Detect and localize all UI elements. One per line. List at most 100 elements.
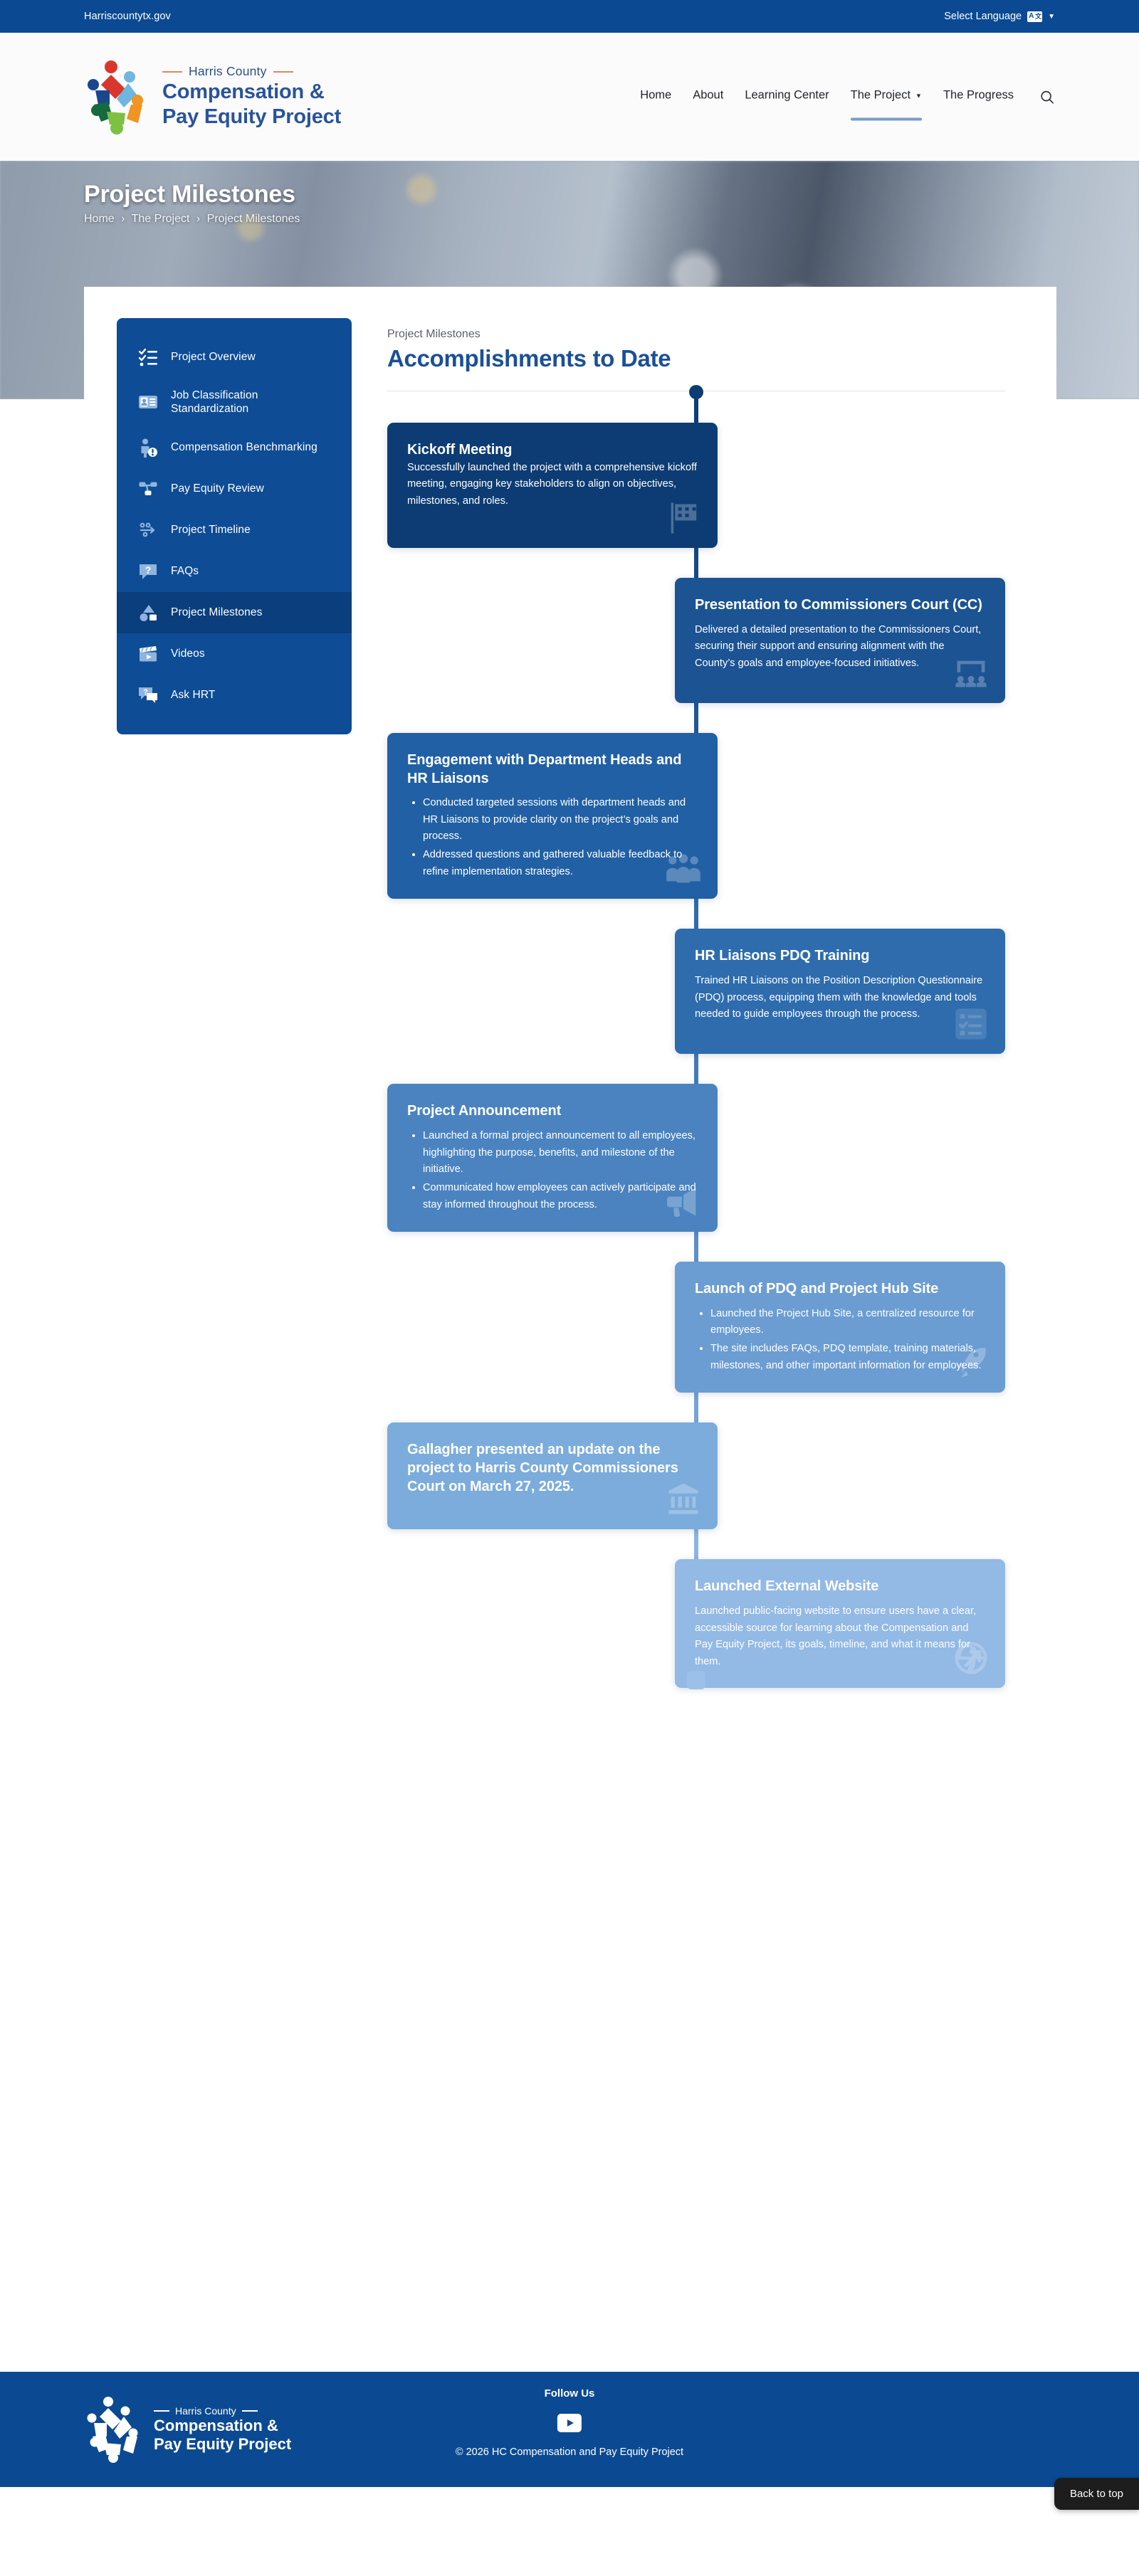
breadcrumb: Home › The Project › Project Milestones: [84, 213, 300, 226]
back-to-top-label: Back to top: [1069, 2488, 1123, 2500]
site-link-label: Harriscountytx.gov: [84, 11, 171, 22]
language-selector-label: Select Language: [944, 11, 1022, 22]
follow-us-label: Follow Us: [544, 2387, 595, 2400]
harris-county-people-logo-white-icon: [87, 2397, 138, 2463]
svg-text:?: ?: [143, 688, 148, 697]
search-icon[interactable]: [1039, 89, 1055, 105]
translate-icon: [1027, 11, 1043, 22]
section-heading: Accomplishments to Date: [387, 345, 671, 371]
sidebar-item-label: Project Milestones: [171, 606, 263, 619]
main-content: Project Milestones Accomplishments to Da…: [352, 318, 1056, 1689]
rule-left-icon: [162, 70, 182, 73]
person-alert-icon: [141, 438, 157, 458]
list-item: Addressed questions and gathered valuabl…: [423, 847, 698, 880]
harris-county-people-logo-icon: [88, 60, 143, 134]
milestone-card-gallagher-update[interactable]: Gallagher presented an update on the pro…: [387, 1422, 718, 1530]
chat-help-icon: ?: [139, 687, 157, 703]
footer-brand-line2: Pay Equity Project: [154, 2435, 292, 2453]
sidebar-item-label: Project Overview: [171, 351, 256, 364]
site-header: Harris County Compensation & Pay Equity …: [0, 33, 1139, 161]
breadcrumb-separator-icon: ›: [196, 213, 201, 225]
brand-eyebrow: Harris County: [162, 64, 341, 79]
section-eyebrow: Project Milestones: [387, 328, 481, 340]
sidebar-item-videos[interactable]: Videos: [117, 633, 352, 675]
page-bottom-spacer: [0, 2487, 1139, 2576]
brand-eyebrow-label: Harris County: [189, 64, 267, 78]
sidebar-item-project-milestones[interactable]: Project Milestones: [117, 591, 352, 633]
milestone-body: Delivered a detailed presentation to the…: [695, 623, 982, 669]
back-to-top-button[interactable]: Back to top: [1054, 2478, 1139, 2510]
sidebar-item-label: Project Timeline: [171, 524, 251, 537]
chevron-down-icon: ▼: [915, 92, 922, 99]
footer-social-block: Follow Us © 2026 HC Compensation and Pay…: [456, 2387, 683, 2458]
network-icon: [139, 482, 157, 495]
brand-logo[interactable]: Harris County Compensation & Pay Equity …: [84, 58, 341, 136]
milestone-card-launched-external-website[interactable]: Launched External Website Launched publi…: [675, 1559, 1005, 1688]
milestone-title: Launch of PDQ and Project Hub Site: [695, 1281, 939, 1297]
nav-item-the-project[interactable]: The Project ▼: [850, 89, 923, 121]
page-title: Project Milestones: [84, 181, 295, 208]
list-item: Launched the Project Hub Site, a central…: [710, 1306, 985, 1339]
sidebar-item-job-classification-standardization[interactable]: Job Classification Standardization: [117, 378, 352, 427]
milestone-body: Trained HR Liaisons on the Position Desc…: [695, 974, 983, 1020]
footer-brand-logo[interactable]: Harris County Compensation & Pay Equity …: [84, 2394, 291, 2465]
list-item: The site includes FAQs, PDQ template, tr…: [710, 1341, 985, 1374]
milestone-bullet-list: Launched a formal project announcement t…: [407, 1128, 698, 1213]
sidebar-item-label: Pay Equity Review: [171, 482, 264, 495]
primary-navigation: Home About Learning Center The Project ▼…: [640, 89, 1055, 121]
list-item: Launched a formal project announcement t…: [423, 1128, 698, 1178]
content-panel: Project Overview Job Classification Stan…: [84, 287, 1056, 2322]
milestone-title: Gallagher presented an update on the pro…: [407, 1442, 678, 1494]
sidebar-item-label: Videos: [171, 648, 205, 660]
sidebar-item-project-overview[interactable]: Project Overview: [117, 337, 352, 378]
breadcrumb-item-the-project[interactable]: The Project: [131, 213, 190, 225]
youtube-icon[interactable]: [557, 2414, 582, 2432]
milestone-title: Presentation to Commissioners Court (CC): [695, 597, 982, 613]
footer-brand-line1: Compensation &: [154, 2417, 278, 2434]
milestone-card-launch-of-pdq-and-project-hub-site[interactable]: Launch of PDQ and Project Hub Site Launc…: [675, 1262, 1005, 1393]
site-footer: Harris County Compensation & Pay Equity …: [0, 2372, 1139, 2510]
copyright-text: © 2026 HC Compensation and Pay Equity Pr…: [455, 2446, 684, 2458]
utility-top-bar: Harriscountytx.gov Select Language ▼: [0, 0, 1139, 33]
sidebar-item-compensation-benchmarking[interactable]: Compensation Benchmarking: [117, 427, 352, 468]
timeline-row: Project Announcement Launched a formal p…: [387, 1084, 1005, 1232]
nav-item-the-progress[interactable]: The Progress: [943, 89, 1014, 105]
timeline-row: Kickoff Meeting Successfully launched th…: [387, 423, 1005, 548]
nav-item-about[interactable]: About: [693, 89, 723, 105]
sidebar-item-faqs[interactable]: ? FAQs: [117, 551, 352, 592]
list-item: Conducted targeted sessions with departm…: [423, 795, 698, 845]
nav-item-home[interactable]: Home: [640, 89, 671, 105]
footer-brand-eyebrow: Harris County: [154, 2405, 291, 2417]
sidebar-item-label: Compensation Benchmarking: [171, 441, 317, 454]
timeline-row: HR Liaisons PDQ Training Trained HR Liai…: [387, 929, 1005, 1055]
milestone-bullet-list: Conducted targeted sessions with departm…: [407, 795, 698, 880]
footer-brand-eyebrow-label: Harris County: [175, 2405, 236, 2417]
timeline-end-square-icon: [687, 1670, 705, 1689]
milestone-card-engagement-with-department-heads[interactable]: Engagement with Department Heads and HR …: [387, 733, 718, 899]
sidebar-item-ask-hrt[interactable]: ? Ask HRT: [117, 675, 352, 716]
list-item: Communicated how employees can actively …: [423, 1180, 698, 1213]
clapperboard-icon: [140, 645, 157, 662]
sidebar-item-project-timeline[interactable]: Project Timeline: [117, 510, 352, 551]
site-link[interactable]: Harriscountytx.gov: [84, 11, 171, 22]
timeline-row: Launched External Website Launched publi…: [387, 1559, 1005, 1688]
milestone-card-presentation-to-commissioners-court[interactable]: Presentation to Commissioners Court (CC)…: [675, 578, 1005, 703]
nav-item-learning-center[interactable]: Learning Center: [745, 89, 829, 105]
timeline-start-dot-icon: [689, 385, 703, 399]
sidebar-item-pay-equity-review[interactable]: Pay Equity Review: [117, 468, 352, 510]
milestone-card-project-announcement[interactable]: Project Announcement Launched a formal p…: [387, 1084, 718, 1232]
nav-label: About: [693, 88, 724, 102]
timeline-row: Gallagher presented an update on the pro…: [387, 1422, 1005, 1530]
milestone-card-kickoff-meeting[interactable]: Kickoff Meeting Successfully launched th…: [387, 423, 718, 548]
section-sidebar: Project Overview Job Classification Stan…: [117, 318, 352, 734]
question-bubble-icon: ?: [140, 564, 157, 579]
breadcrumb-item-home[interactable]: Home: [84, 213, 115, 225]
milestone-card-hr-liaisons-pdq-training[interactable]: HR Liaisons PDQ Training Trained HR Liai…: [675, 929, 1005, 1055]
sidebar-item-label: FAQs: [171, 565, 199, 578]
timeline-row: Presentation to Commissioners Court (CC)…: [387, 578, 1005, 703]
rule-right-icon: [241, 2410, 258, 2412]
milestone-title: HR Liaisons PDQ Training: [695, 948, 870, 964]
language-selector[interactable]: Select Language ▼: [944, 11, 1055, 23]
breadcrumb-separator-icon: ›: [121, 213, 125, 225]
shapes-icon: [140, 604, 157, 621]
